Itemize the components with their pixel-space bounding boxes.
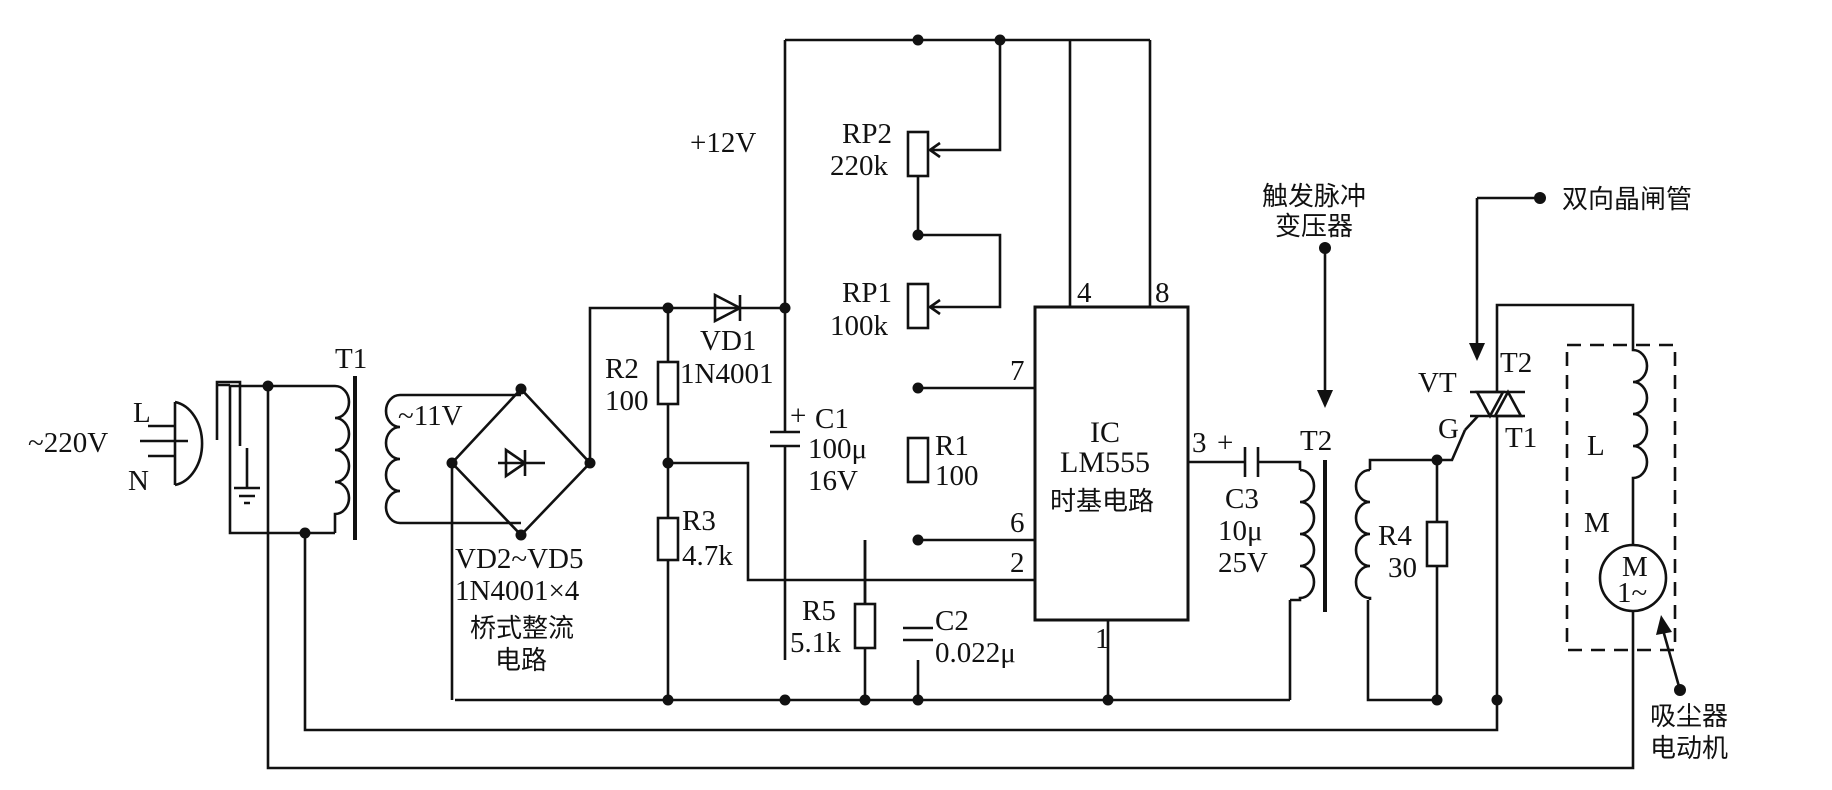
mains-voltage-label: ~220V [28, 427, 108, 459]
ic-lm555 [1033, 300, 1190, 622]
resistor-r3 [656, 516, 680, 562]
bridge-ref: VD2~VD5 [455, 543, 583, 575]
c3-rating: 25V [1218, 547, 1268, 579]
resistor-r5 [853, 540, 877, 650]
bridge-desc-1: 桥式整流 [470, 614, 574, 644]
r2-value: 100 [605, 385, 649, 417]
rp1-value: 100k [830, 310, 889, 342]
c3-value: 10μ [1218, 515, 1263, 547]
motor-callout-1: 吸尘器 [1650, 702, 1728, 732]
bridge-desc-2: 电路 [495, 646, 547, 676]
ic-pin-8: 8 [1155, 277, 1170, 309]
rp1-ref: RP1 [842, 277, 892, 309]
wires [140, 38, 1682, 770]
c1-ref: C1 [815, 403, 849, 435]
bridge-rectifier [450, 387, 592, 537]
c2-ref: C2 [935, 605, 969, 637]
motor-coil-label: L [1587, 430, 1605, 462]
t2-callout-2: 变压器 [1275, 212, 1353, 242]
ic-pin-7: 7 [1010, 355, 1025, 387]
vacuum-motor [1565, 330, 1686, 696]
ic-ref: IC [1090, 416, 1120, 449]
r5-ref: R5 [802, 595, 836, 627]
triac-ref: VT [1418, 367, 1457, 399]
triac-vt [1464, 192, 1546, 452]
ic-pin-4: 4 [1077, 277, 1092, 309]
c1-value: 100μ [808, 433, 867, 465]
rp2-value: 220k [830, 150, 889, 182]
triac-g-label: G [1438, 413, 1459, 445]
pulse-transformer-t2 [1290, 242, 1372, 612]
ic-pin-3: 3 [1192, 427, 1207, 459]
supply-label: +12V [690, 127, 756, 159]
r1-ref: R1 [935, 430, 969, 462]
capacitor-c1 [770, 430, 800, 448]
diode-vd1 [713, 292, 743, 324]
bridge-part: 1N4001×4 [455, 575, 580, 607]
mains-plug [148, 400, 260, 505]
r4-ref: R4 [1378, 520, 1412, 552]
r1-value: 100 [935, 460, 979, 492]
motor-callout-2: 电动机 [1650, 734, 1728, 764]
ic-pin-6: 6 [1010, 507, 1025, 539]
triac-callout: 双向晶闸管 [1562, 185, 1692, 215]
potentiometer-rp1 [906, 282, 965, 330]
t2-callout-1: 触发脉冲 [1262, 182, 1366, 212]
resistor-r4 [1425, 520, 1449, 568]
c1-rating: 16V [808, 465, 858, 497]
resistor-r2 [656, 360, 680, 406]
r3-value: 4.7k [682, 540, 733, 572]
motor-symbol: M [1622, 551, 1648, 583]
vd1-ref: VD1 [700, 325, 756, 357]
motor-ac: 1~ [1617, 577, 1647, 609]
triac-t2-label: T2 [1500, 347, 1532, 379]
c3-polarity: + [1217, 427, 1233, 459]
triac-t1-label: T1 [1505, 422, 1537, 454]
c3-ref: C3 [1225, 483, 1259, 515]
r2-ref: R2 [605, 353, 639, 385]
rp2-ref: RP2 [842, 118, 892, 150]
t1-label: T1 [335, 343, 367, 375]
ic-desc: 时基电路 [1050, 487, 1154, 517]
motor-ref: M [1584, 507, 1610, 539]
capacitor-c2 [903, 626, 933, 642]
c2-value: 0.022μ [935, 637, 1016, 669]
neutral-label: N [128, 465, 149, 497]
ic-pin-1: 1 [1095, 623, 1110, 655]
t1-secondary-label: ~11V [398, 400, 463, 432]
ic-pin-2: 2 [1010, 547, 1025, 579]
capacitor-c3 [1243, 447, 1260, 477]
line-label: L [133, 397, 151, 429]
transformer-t1 [333, 376, 521, 540]
resistor-r1 [906, 436, 930, 484]
vd1-part: 1N4001 [680, 358, 773, 390]
potentiometer-rp2 [906, 130, 965, 178]
ic-part: LM555 [1060, 446, 1150, 479]
r3-ref: R3 [682, 505, 716, 537]
r5-value: 5.1k [790, 627, 841, 659]
t2-ref: T2 [1300, 425, 1332, 457]
c1-polarity: + [790, 400, 806, 432]
r4-value: 30 [1388, 552, 1417, 584]
